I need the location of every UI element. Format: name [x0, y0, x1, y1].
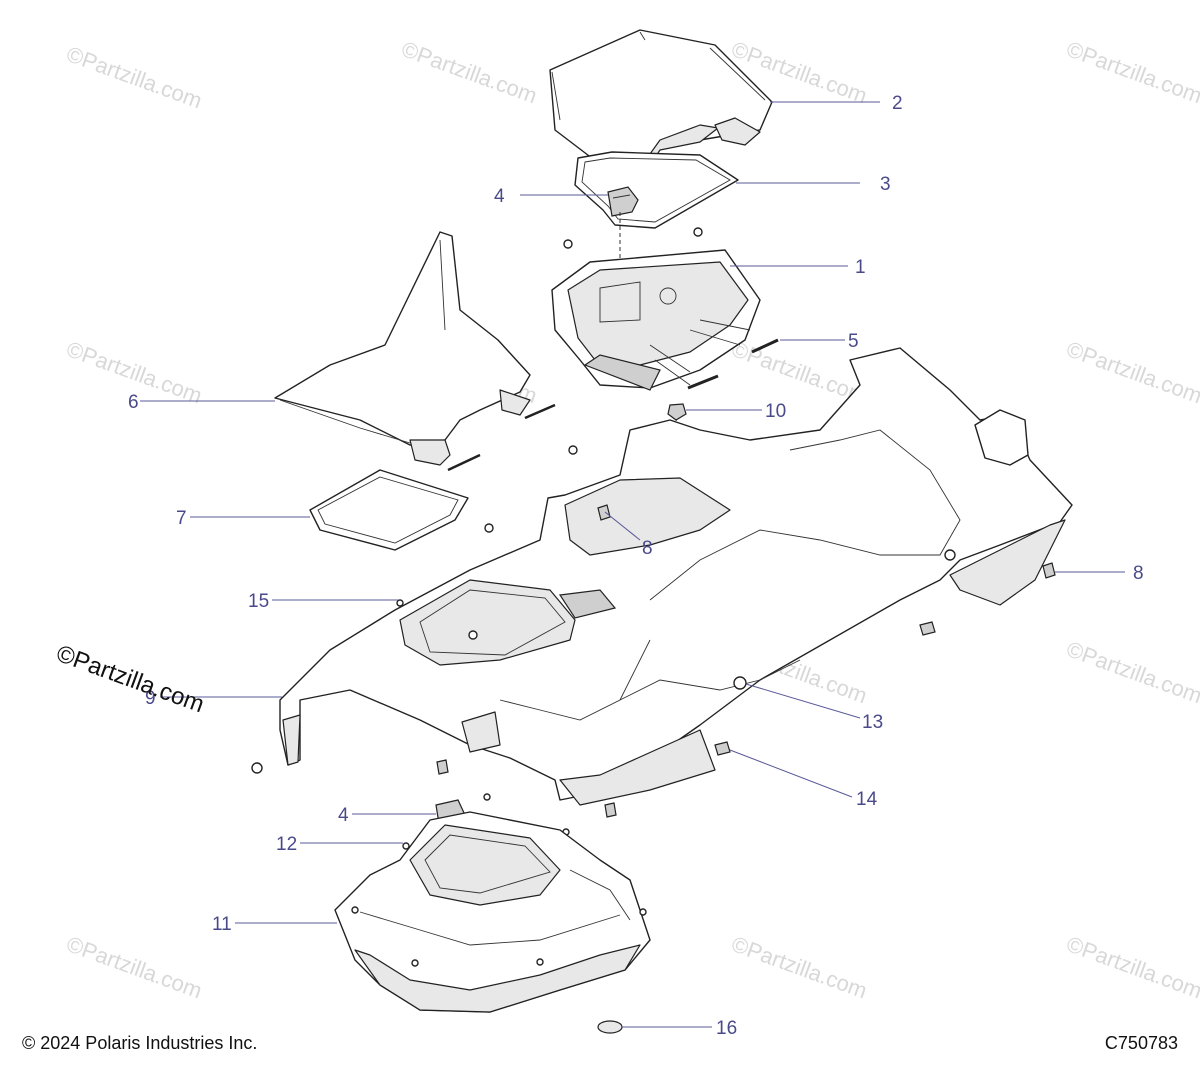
leader-lines: [140, 101, 1125, 1028]
part-10-nut: [667, 403, 687, 421]
callout-7: 7: [176, 508, 187, 529]
callout-14: 14: [856, 789, 878, 810]
callout-1: 1: [855, 257, 866, 278]
callout-8: 8: [642, 538, 653, 559]
watermark: ©Partzilla.com: [63, 931, 205, 1003]
part-7-gasket: [309, 469, 469, 551]
part-1-storage-box: [551, 227, 761, 391]
callout-5: 5: [848, 331, 859, 352]
part-3-seal: [574, 151, 739, 229]
callout-11: 11: [212, 914, 232, 935]
callout-13: 13: [862, 712, 883, 733]
part-2-upper-lid: [549, 29, 773, 181]
watermark: ©Partzilla.com: [398, 36, 540, 108]
part-14-clip: [436, 621, 936, 818]
screws: [251, 445, 578, 850]
callout-12: 12: [276, 834, 297, 855]
callout-2: 2: [892, 93, 903, 114]
watermark: ©Partzilla.com: [63, 41, 205, 113]
callout-4: 4: [338, 805, 349, 826]
part-11-lower-bin: [334, 811, 651, 1013]
copyright-notice: © 2024 Polaris Industries Inc.: [22, 1033, 258, 1053]
callout-4: 4: [494, 186, 505, 207]
part-9-body-panel: [279, 347, 1073, 806]
callout-16: 16: [716, 1018, 737, 1039]
callout-10: 10: [765, 401, 786, 422]
watermark: ©Partzilla.com: [1063, 636, 1200, 708]
callout-labels: 2 3 4 1 5 6 10 7 8 8 15 9 13 14 4 12 11 …: [128, 93, 1144, 1039]
callout-3: 3: [880, 174, 891, 195]
part-16-plug: [597, 1020, 623, 1034]
part-5-pin: [687, 338, 779, 390]
callout-15: 15: [248, 591, 269, 612]
part-8-clip: [597, 504, 1056, 579]
callout-6: 6: [128, 392, 139, 413]
part-4-latch-upper: [607, 186, 639, 217]
watermark: ©Partzilla.com: [1063, 931, 1200, 1003]
watermark: ©Partzilla.com: [1063, 36, 1200, 108]
diagram-code: C750783: [1104, 1033, 1178, 1053]
part-6-lower-lid: [274, 231, 556, 472]
watermark: ©Partzilla.com: [728, 931, 870, 1003]
watermark: ©Partzilla.com: [1063, 336, 1200, 408]
callout-9: 9: [145, 688, 156, 709]
callout-8: 8: [1133, 563, 1144, 584]
